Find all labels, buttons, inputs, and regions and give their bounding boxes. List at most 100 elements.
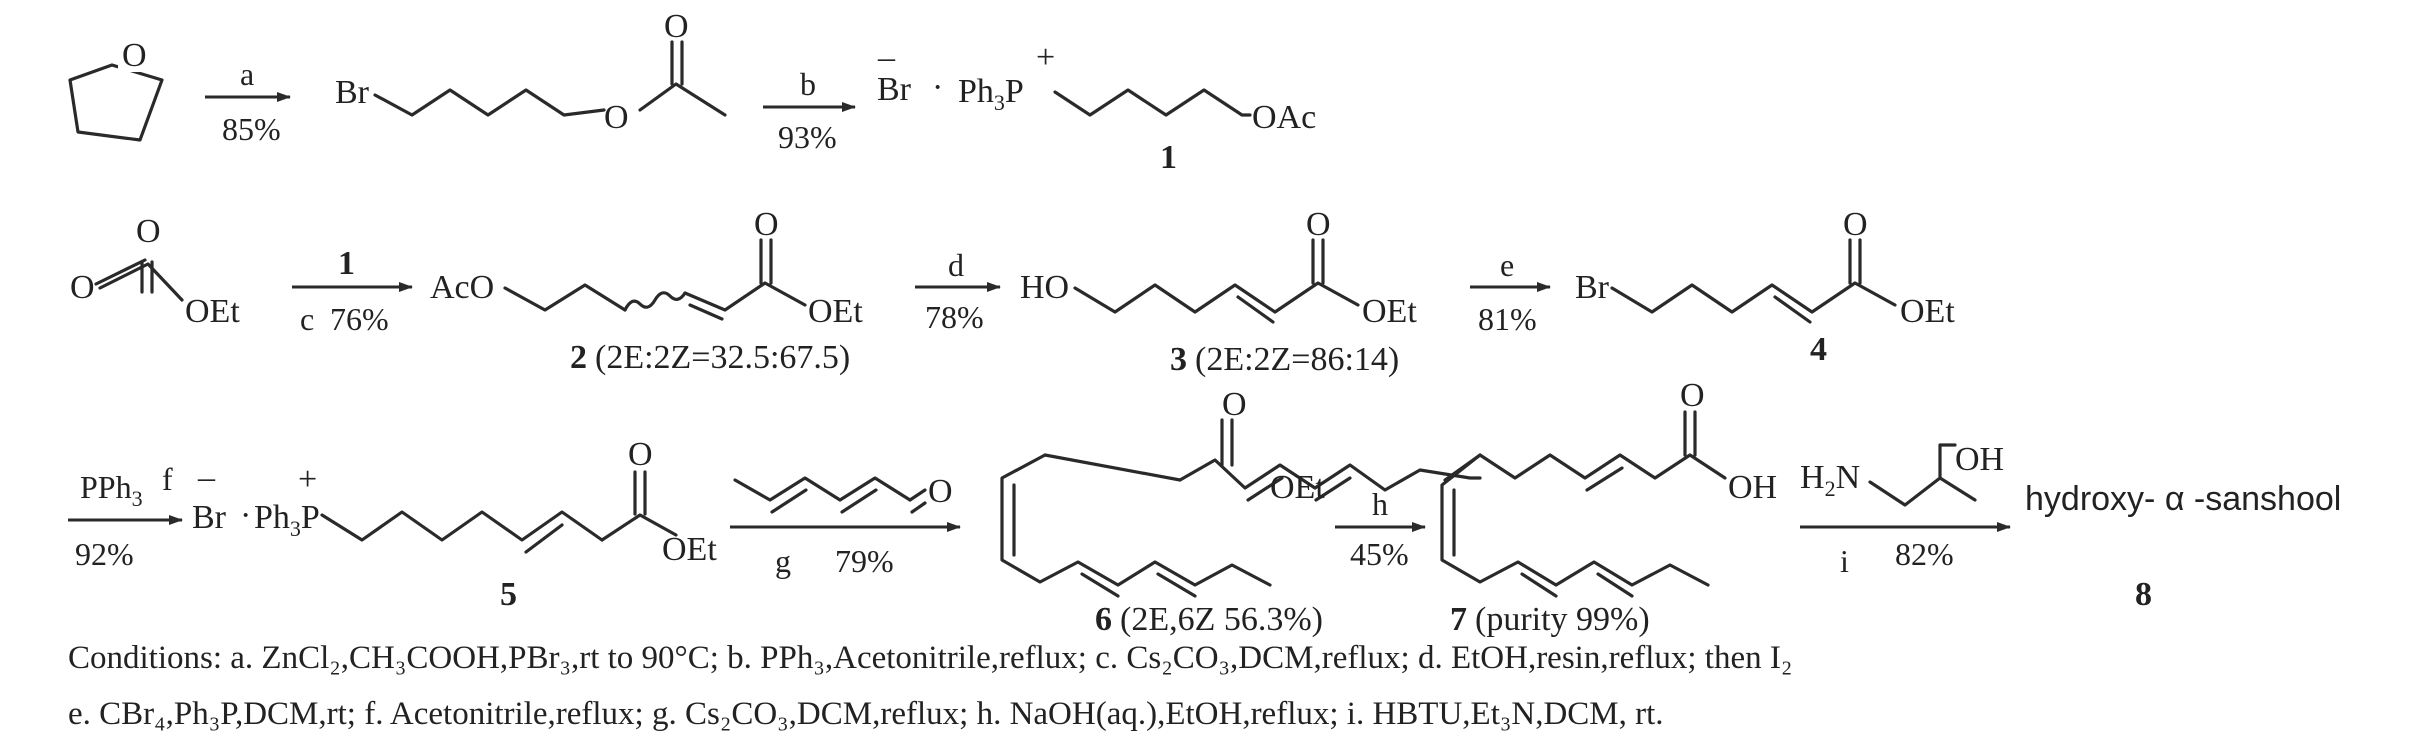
cmpd6-top-double: [1246, 476, 1352, 502]
step-g-yield: 79%: [835, 543, 894, 579]
thf-oxygen: O: [122, 37, 147, 74]
step-a-yield: 85%: [222, 111, 281, 147]
step-g-letter: g: [775, 543, 791, 579]
cmpd4-br: Br: [1575, 269, 1610, 306]
cmpd5-ph3p: Ph3P: [254, 499, 320, 541]
cmpd4-carbonyl: [1848, 238, 1862, 285]
cmpd5-ester: [600, 513, 678, 542]
step-h: h 45%: [1335, 486, 1426, 572]
step-g: O g 79%: [730, 473, 961, 579]
cmpd2-wavy-bond: [623, 291, 687, 312]
cmpd5-plus: +: [298, 461, 317, 498]
cmpd5-chain: [320, 510, 604, 542]
cmpd2-double-bond: [688, 303, 724, 321]
compound-3-label: 3(2E:2Z=86:14): [1170, 341, 1399, 378]
cmpd5-carbonyl: [633, 470, 647, 516]
acetate-ester-bonds: [638, 82, 727, 117]
step-b-yield: 93%: [778, 119, 837, 155]
aminoalcohol-oh: OH: [1955, 441, 2004, 478]
acetate-carbonyl-o: O: [664, 8, 689, 45]
step-f: PPh3 f 92%: [68, 461, 183, 572]
salt1-br: Br: [877, 71, 912, 108]
cmpd7-top-double: [1585, 466, 1624, 492]
step-e: e 81%: [1470, 247, 1551, 337]
cmpd5-minus: –: [197, 459, 216, 496]
cmpd6-backbone-bottom: [1000, 453, 1272, 587]
cmpd5-br: Br: [192, 499, 227, 536]
salt1-dot: ·: [932, 69, 943, 106]
cmpd5-carbonyl-o: O: [628, 436, 653, 473]
cmpd4-double-bond: [1773, 295, 1812, 324]
salt1-plus: +: [1036, 39, 1055, 76]
cmpd3-carbonyl: [1311, 238, 1325, 285]
cmpd2-chain: [503, 283, 627, 312]
thf-structure: O: [68, 37, 164, 142]
step-h-yield: 45%: [1350, 536, 1409, 572]
cmpd4-chain: [1610, 281, 1897, 314]
salt1-br-charge: –: [877, 39, 896, 76]
cmpd7-carbonyl: [1683, 410, 1697, 457]
cmpd4-oet: OEt: [1900, 293, 1955, 330]
step-h-letter: h: [1372, 486, 1388, 522]
step-f-letter: f: [162, 461, 173, 497]
conditions-line-2: e. CBr₄,Ph₃P,DCM,rt; f. Acetonitrile,ref…: [68, 696, 1664, 732]
glyox-bonds: [98, 262, 184, 302]
step-b-letter: b: [800, 66, 816, 102]
conditions-line-1: Conditions: a. ZnCl₂,CH₃COOH,PBr₃,rt to …: [68, 640, 1792, 676]
aminoalcohol-bonds: [1868, 443, 1977, 507]
aminoalcohol-h2n: H2N: [1800, 459, 1860, 501]
salt1-chain: [1053, 88, 1252, 117]
cmpd3-oet: OEt: [1362, 293, 1417, 330]
step-i-yield: 82%: [1895, 536, 1954, 572]
compound-6-label: 6(2E,6Z 56.3%): [1095, 601, 1323, 638]
compound-1-label: 1: [1160, 139, 1177, 176]
cmpd6-backbone-top: [1178, 458, 1482, 492]
thf-ring: [68, 63, 164, 142]
cmpd3-ho: HO: [1020, 269, 1069, 306]
glyox-aldehyde-o: O: [70, 269, 95, 306]
compound-4: Br O OEt 4: [1575, 206, 1955, 368]
compound-1: – Br · Ph3P + OAc 1: [877, 39, 1316, 176]
step-e-yield: 81%: [1478, 301, 1537, 337]
cmpd7-backbone-bottom: [1440, 453, 1710, 587]
acetate-ester-o: O: [604, 99, 629, 136]
cmpd6-oet: OEt: [1270, 469, 1325, 506]
cmpd7-bottom-double: [1452, 488, 1634, 598]
step-f-yield: 92%: [75, 536, 134, 572]
cmpd6-carbonyl: [1220, 418, 1234, 467]
cmpd6-carbonyl-o: O: [1222, 386, 1247, 423]
step-b: b 93%: [763, 66, 856, 155]
acetate-carbonyl: [670, 40, 684, 86]
step-a-letter: a: [240, 56, 254, 92]
step-c-yield: 76%: [330, 301, 389, 337]
cmpd3-chain: [1073, 281, 1360, 314]
cmpd5-double-bond: [524, 523, 564, 554]
step-i: H2N OH i 82%: [1800, 441, 2011, 579]
product-name: hydroxy- α -sanshool: [2025, 480, 2341, 518]
bromobutyl-acetate: Br O O: [335, 8, 727, 136]
cmpd2-oet: OEt: [808, 293, 863, 330]
cmpd3-double-bond: [1236, 295, 1275, 324]
step-c-reagent: 1: [338, 245, 355, 282]
product-8: hydroxy- α -sanshool 8: [2025, 480, 2341, 613]
cmpd7-oh: OH: [1728, 469, 1777, 506]
cmpd7-carbonyl-o: O: [1680, 377, 1705, 414]
step-c-letter: c: [300, 301, 314, 337]
cmpd6-bottom-double: [1012, 483, 1197, 598]
hexadienal-o: O: [928, 473, 953, 510]
compound-5: – Br · Ph3P + O OEt 5: [192, 436, 717, 613]
compound-4-label: 4: [1810, 331, 1827, 368]
acetate-br: Br: [335, 74, 370, 111]
step-a: a 85%: [205, 56, 291, 147]
compound-7-label: 7(purity 99%): [1450, 601, 1650, 638]
glyox-carbonyl-o: O: [136, 213, 161, 250]
step-d: d 78%: [915, 247, 1001, 335]
hexadienal-co: [908, 488, 927, 514]
cmpd6-bridge: [1043, 453, 1182, 482]
cmpd5-oet: OEt: [662, 531, 717, 568]
compound-6: O OEt 6(2E,6Z 56.3%): [1000, 386, 1482, 638]
ethyl-glyoxylate: O O OEt: [70, 213, 240, 330]
glyox-double: [94, 258, 147, 286]
compound-8-label: 8: [2135, 576, 2152, 613]
